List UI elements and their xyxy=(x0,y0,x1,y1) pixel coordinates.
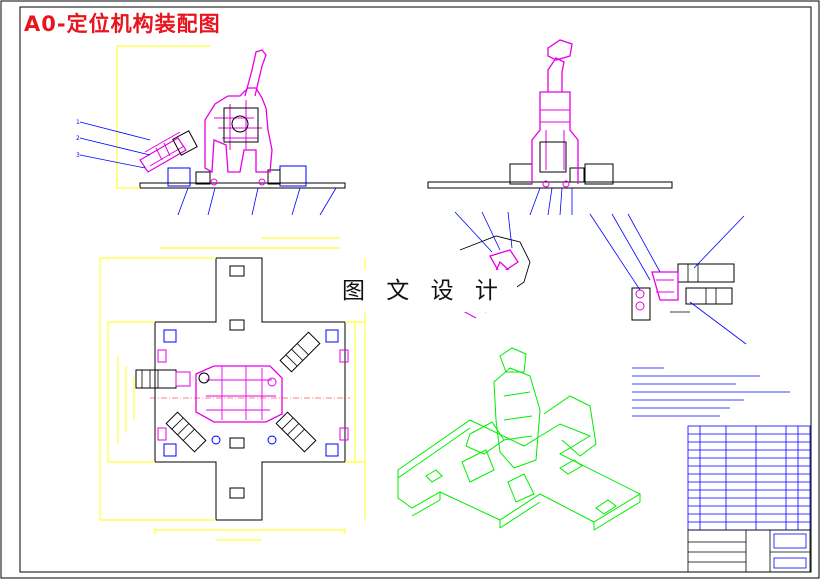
title-block-table xyxy=(687,425,811,573)
front-view: 1 2 3 xyxy=(76,45,346,216)
technical-notes xyxy=(632,367,790,417)
detail-view-b xyxy=(589,213,747,345)
side-view xyxy=(427,39,673,216)
svg-text:2: 2 xyxy=(76,135,80,142)
svg-text:1: 1 xyxy=(76,119,80,126)
svg-text:3: 3 xyxy=(76,152,80,159)
isometric-view xyxy=(397,347,642,531)
top-view xyxy=(99,237,366,541)
drawing-title: A0-定位机构装配图 xyxy=(24,12,221,36)
watermark-text: 图 文 设 计 xyxy=(330,270,517,312)
inner-frame xyxy=(19,6,812,573)
